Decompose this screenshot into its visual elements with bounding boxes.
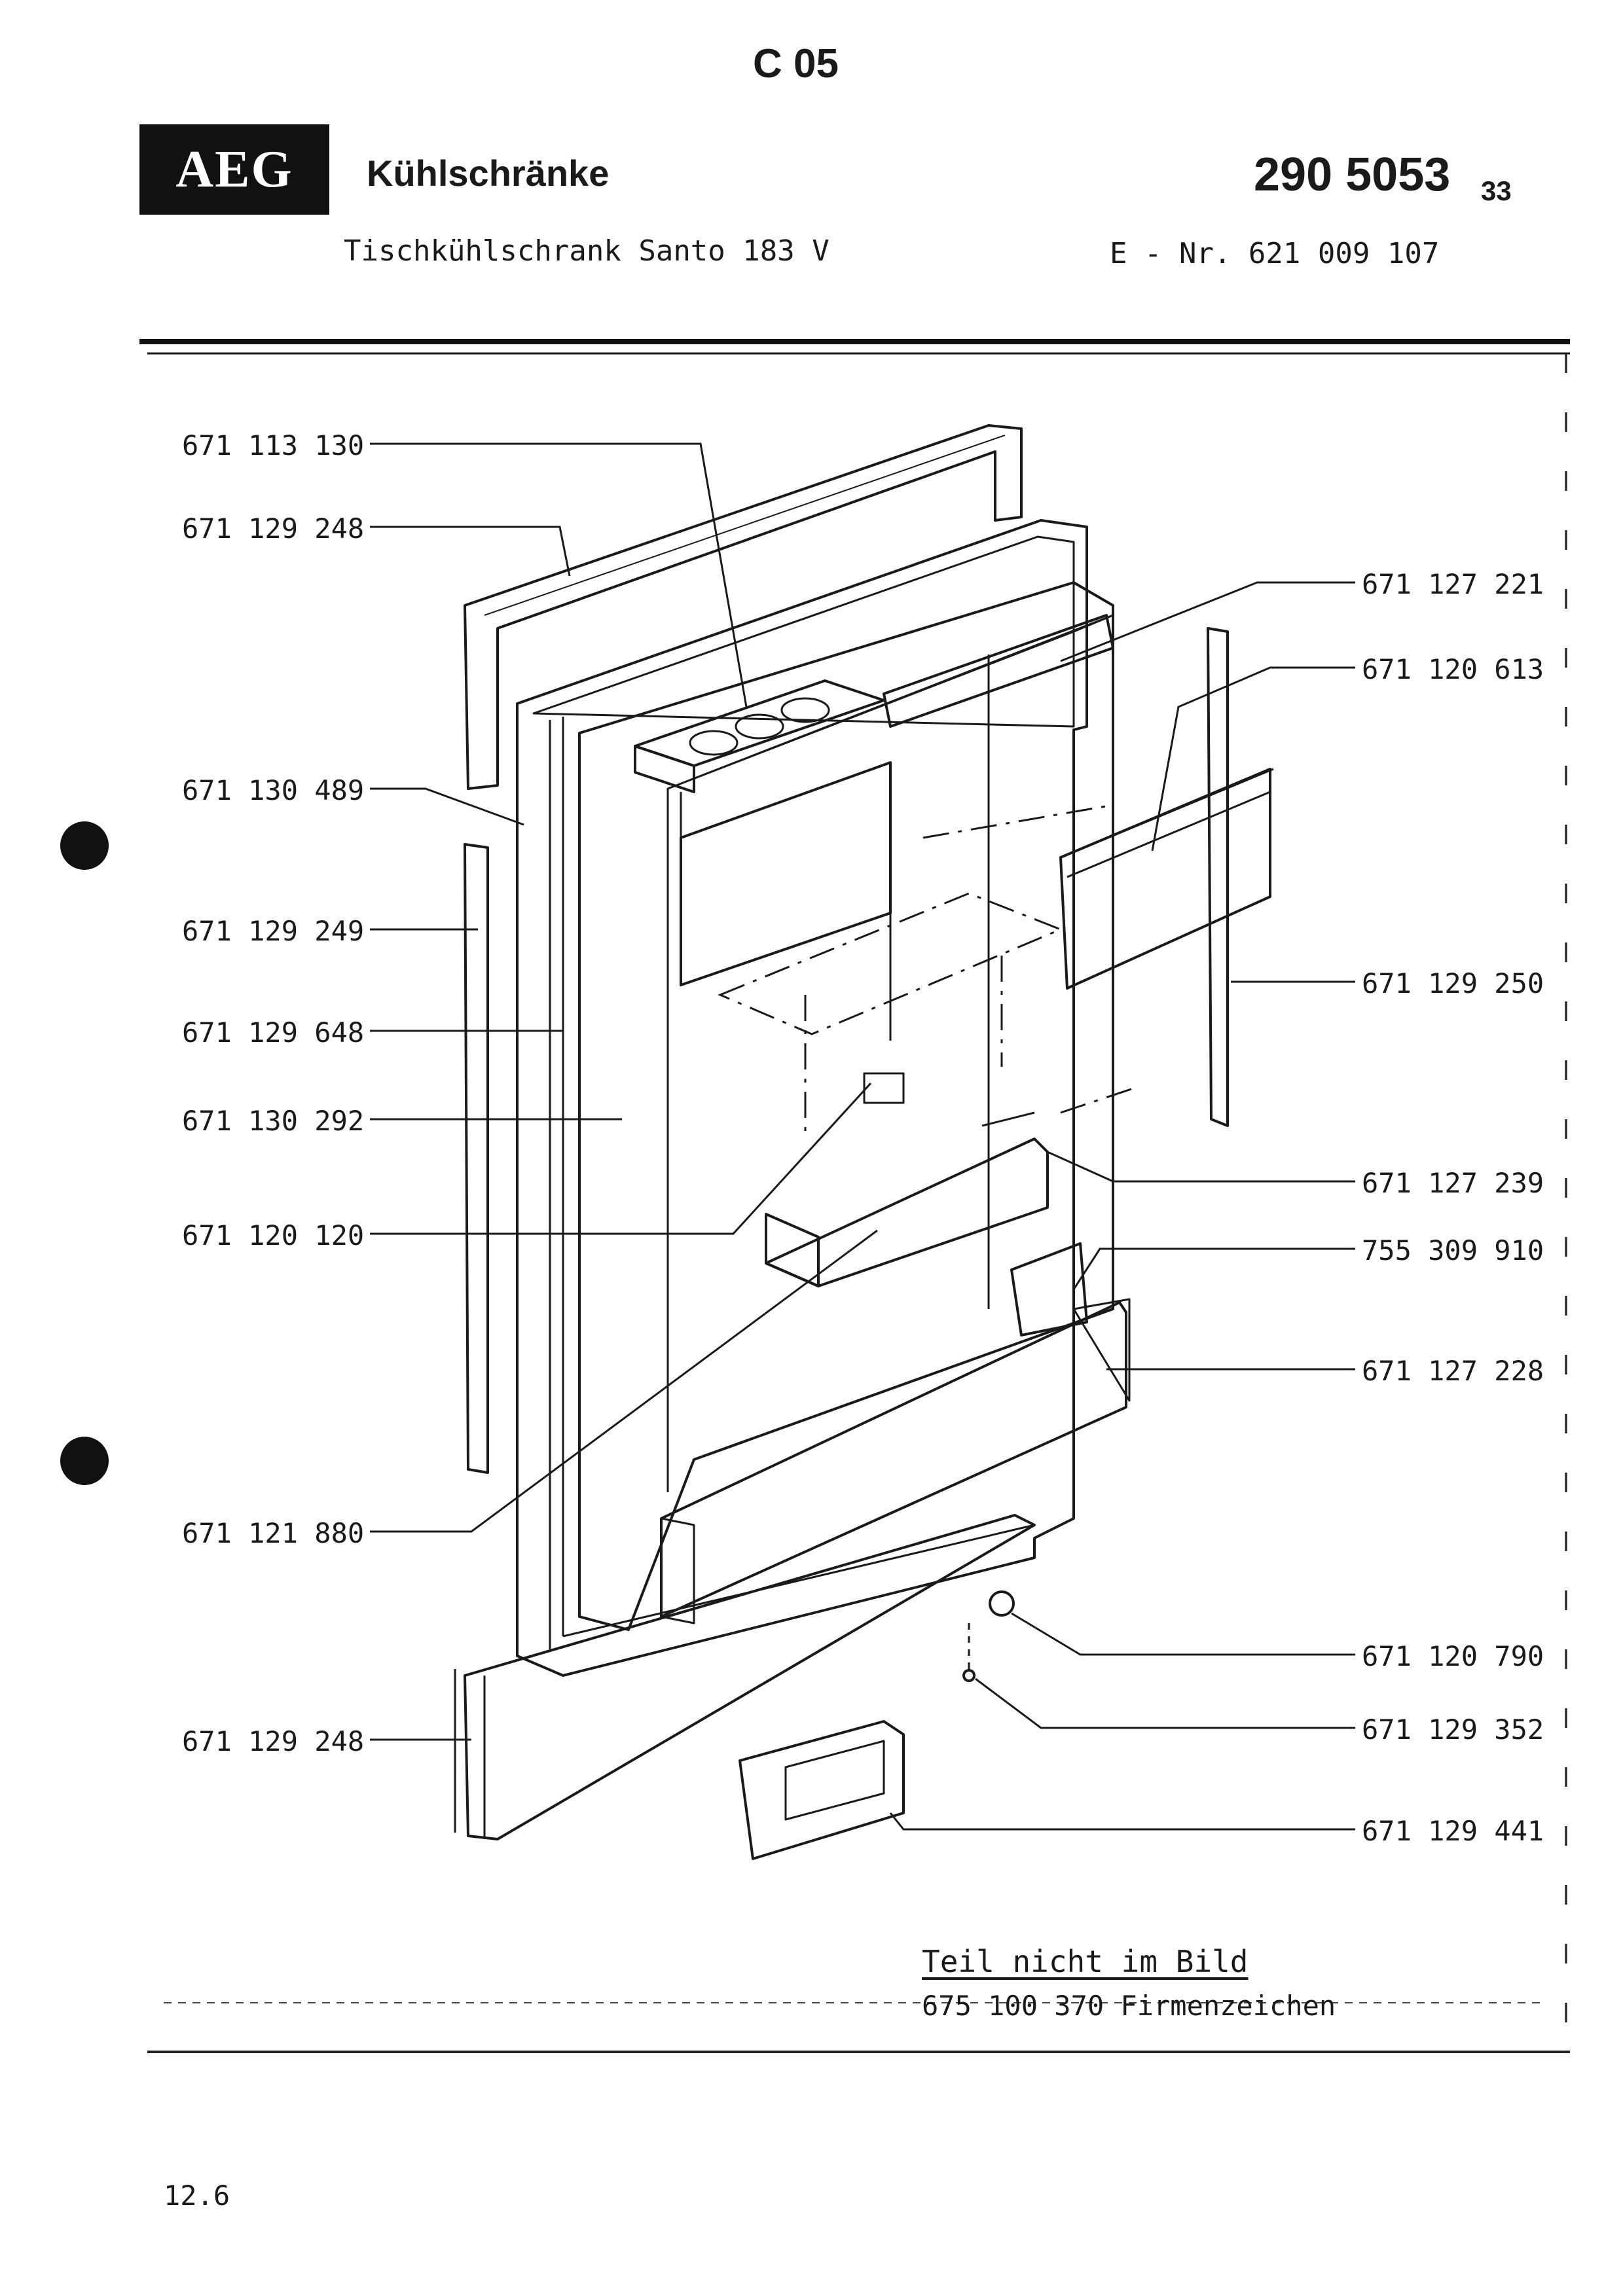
part-label-right-2: 671 120 613 <box>1362 653 1544 685</box>
model-name: Tischkühlschrank Santo 183 V <box>344 234 830 268</box>
part-label-left-2: 671 129 248 <box>182 512 365 545</box>
punch-hole-upper <box>60 821 109 870</box>
part-label-left-7: 671 120 120 <box>182 1219 365 1251</box>
page-number: 12.6 <box>164 2179 230 2212</box>
punch-hole-lower <box>60 1437 109 1485</box>
part-label-right-1: 671 127 221 <box>1362 568 1544 600</box>
part-label-right-8: 671 129 352 <box>1362 1713 1544 1746</box>
document-number: 290 5053 <box>1254 149 1451 201</box>
part-label-left-4: 671 129 249 <box>182 915 365 947</box>
aeg-logo: AEG <box>139 124 329 215</box>
part-label-right-9: 671 129 441 <box>1362 1815 1544 1847</box>
part-label-left-9: 671 129 248 <box>182 1725 365 1757</box>
part-label-left-1: 671 113 130 <box>182 429 365 461</box>
part-label-right-4: 671 127 239 <box>1362 1167 1544 1199</box>
section-code: C 05 <box>753 41 839 86</box>
part-label-right-6: 671 127 228 <box>1362 1355 1544 1387</box>
footer-rule <box>147 2051 1570 2053</box>
header-rule <box>139 339 1570 344</box>
part-label-right-3: 671 129 250 <box>1362 967 1544 999</box>
part-label-left-5: 671 129 648 <box>182 1016 365 1049</box>
part-label-right-5: 755 309 910 <box>1362 1234 1544 1266</box>
part-label-left-6: 671 130 292 <box>182 1105 365 1137</box>
e-number: E - Nr. 621 009 107 <box>1110 237 1440 270</box>
part-label-left-3: 671 130 489 <box>182 774 365 806</box>
document-number-suffix: 33 <box>1481 175 1512 206</box>
category-title: Kühlschränke <box>367 152 610 194</box>
note-title: Teil nicht im Bild <box>922 1944 1249 1979</box>
part-label-right-7: 671 120 790 <box>1362 1640 1544 1672</box>
note-item: 675 100 370 Firmenzeichen <box>922 1990 1336 2022</box>
part-label-left-8: 671 121 880 <box>182 1517 365 1549</box>
